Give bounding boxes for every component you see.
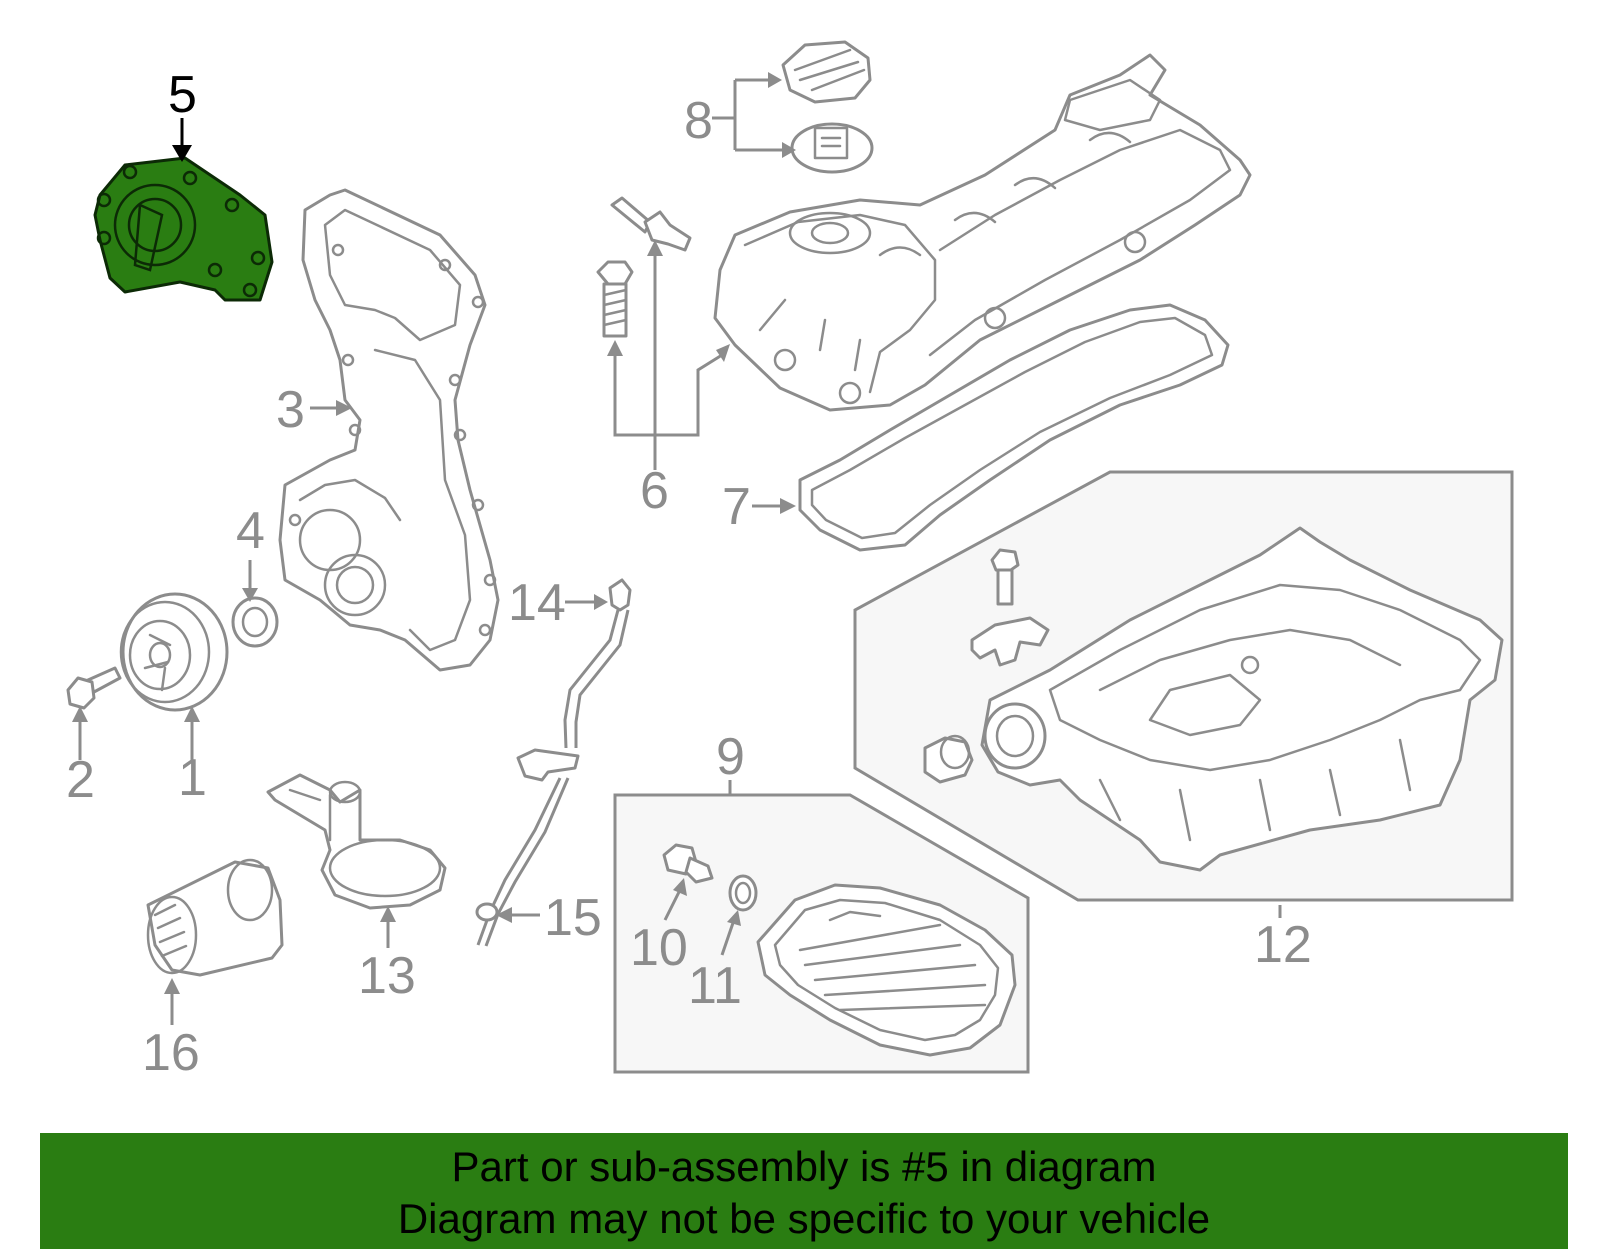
part-6-valve-cover[interactable] (596, 53, 1252, 412)
callout-3: 3 (276, 381, 305, 439)
part-3-timing-cover[interactable] (278, 188, 500, 672)
callout-4: 4 (236, 502, 265, 560)
part-9-lower-oil-pan[interactable] (756, 883, 1017, 1057)
part-13-oil-strainer[interactable] (266, 773, 447, 910)
part-12-upper-oil-pan[interactable] (923, 526, 1504, 872)
banner-line-1: Part or sub-assembly is #5 in diagram (451, 1143, 1157, 1190)
callout-14: 14 (508, 574, 566, 632)
callout-16: 16 (142, 1024, 200, 1082)
part-5-water-pump[interactable] (93, 156, 274, 302)
part-4-front-seal[interactable] (231, 596, 279, 648)
callout-5: 5 (168, 66, 197, 124)
callout-6: 6 (640, 462, 669, 520)
part-16-oil-filter[interactable] (146, 858, 284, 977)
callout-9: 9 (716, 728, 745, 786)
part-10-drain-plug[interactable] (662, 843, 714, 884)
callout-13: 13 (358, 947, 416, 1005)
callout-1: 1 (178, 749, 207, 807)
part-15-dipstick[interactable] (475, 748, 580, 947)
callout-11: 11 (688, 957, 742, 1015)
part-14-dipstick-tube[interactable] (563, 578, 632, 749)
part-2-pulley-bolt[interactable] (66, 666, 122, 710)
callout-2: 2 (66, 751, 95, 809)
part-7-valve-cover-gasket[interactable] (798, 303, 1230, 552)
callout-10: 10 (630, 919, 688, 977)
info-banner: Part or sub-assembly is #5 in diagram Di… (40, 1133, 1568, 1249)
part-11-drain-washer[interactable] (728, 874, 758, 912)
callout-8: 8 (684, 92, 713, 150)
callout-7: 7 (722, 478, 751, 536)
part-1-crank-pulley[interactable] (119, 592, 229, 712)
banner-line-2: Diagram may not be specific to your vehi… (397, 1195, 1211, 1242)
callout-15: 15 (544, 889, 602, 947)
part-8-oil-filler-cap[interactable] (781, 40, 874, 174)
callout-12: 12 (1254, 916, 1312, 974)
